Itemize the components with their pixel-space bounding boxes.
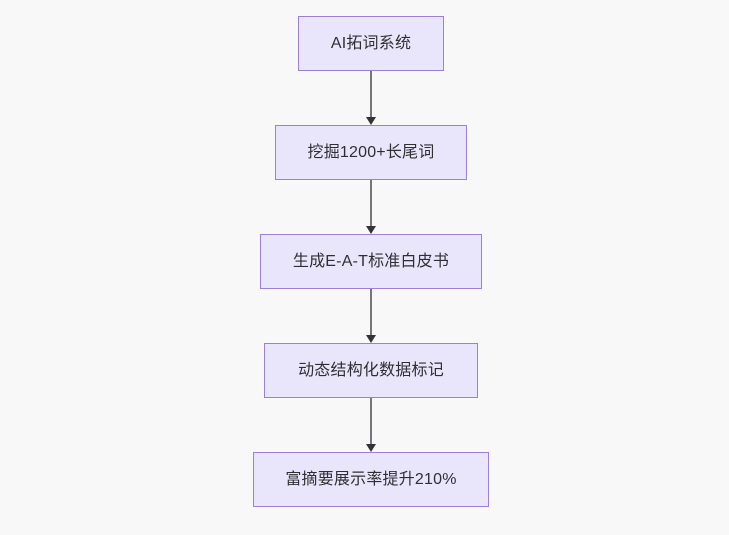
connector-line bbox=[370, 180, 372, 227]
flow-node-4[interactable]: 动态结构化数据标记 bbox=[264, 343, 478, 398]
flow-connector-2-3 bbox=[365, 180, 377, 234]
arrow-down-icon bbox=[366, 117, 376, 125]
flow-connector-3-4 bbox=[365, 289, 377, 343]
arrow-down-icon bbox=[366, 335, 376, 343]
connector-line bbox=[370, 289, 372, 336]
flow-node-3[interactable]: 生成E-A-T标准白皮书 bbox=[260, 234, 482, 289]
arrow-down-icon bbox=[366, 226, 376, 234]
flow-node-1[interactable]: AI拓词系统 bbox=[298, 16, 444, 71]
flow-node-5[interactable]: 富摘要展示率提升210% bbox=[253, 452, 489, 507]
flow-connector-1-2 bbox=[365, 71, 377, 125]
connector-line bbox=[370, 398, 372, 445]
flow-node-5-label: 富摘要展示率提升210% bbox=[285, 470, 457, 488]
flow-node-2[interactable]: 挖掘1200+长尾词 bbox=[275, 125, 467, 180]
flow-node-1-label: AI拓词系统 bbox=[330, 34, 412, 52]
flow-node-3-label: 生成E-A-T标准白皮书 bbox=[292, 252, 450, 270]
connector-line bbox=[370, 71, 372, 118]
arrow-down-icon bbox=[366, 444, 376, 452]
flow-connector-4-5 bbox=[365, 398, 377, 452]
flow-node-2-label: 挖掘1200+长尾词 bbox=[307, 143, 435, 161]
flow-node-4-label: 动态结构化数据标记 bbox=[298, 361, 444, 379]
